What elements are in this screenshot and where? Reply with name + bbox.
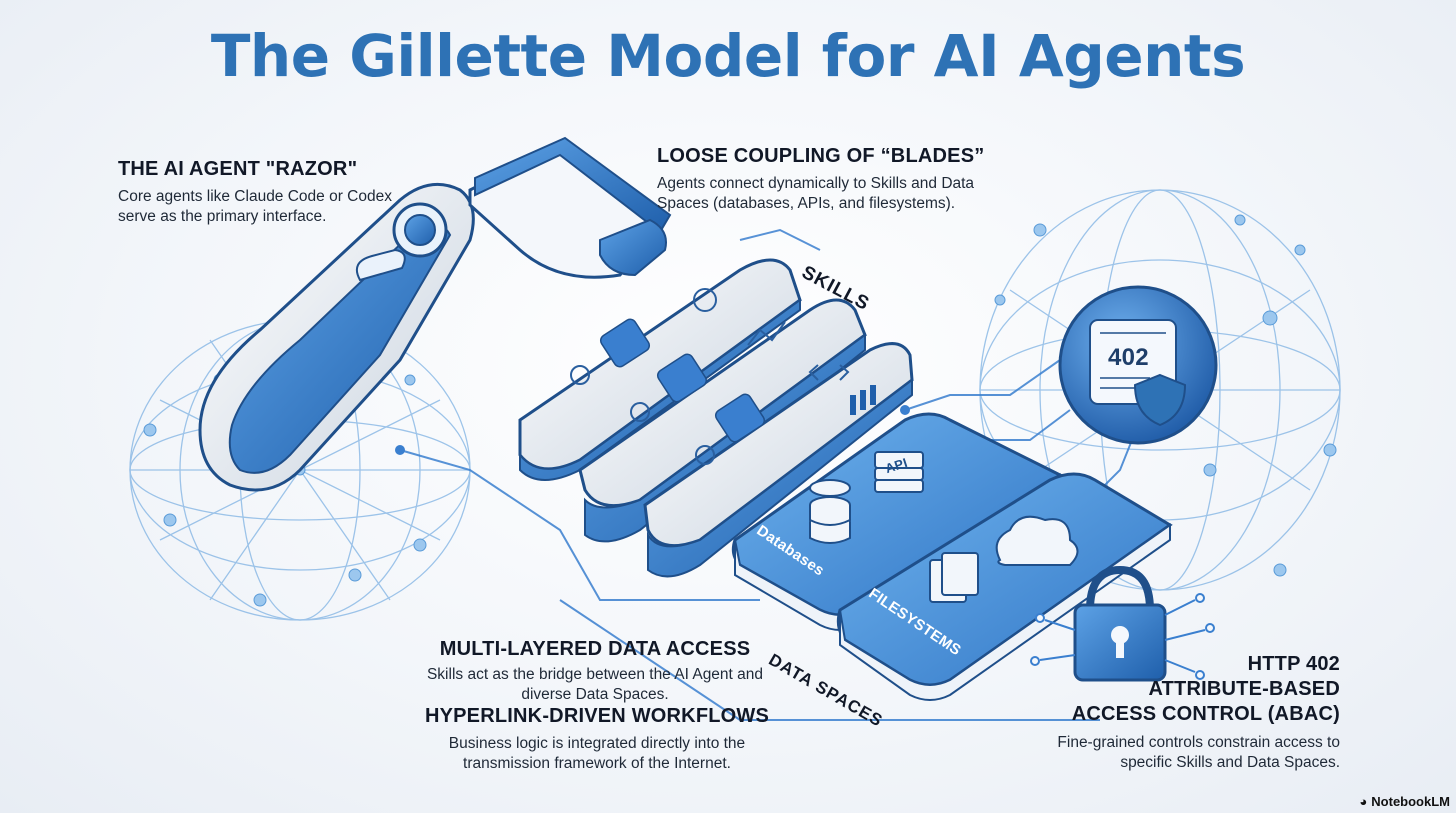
skill-module-icon (518, 258, 914, 578)
abac-heading-3: ACCESS CONTROL (ABAC) (1071, 703, 1340, 725)
hyperlink-heading: HYPERLINK-DRIVEN WORKFLOWS (424, 705, 770, 727)
watermark-text: NotebookLM (1371, 794, 1450, 809)
page-title: The Gillette Model for AI Agents (210, 22, 1246, 90)
watermark: ◕ NotebookLM (1359, 794, 1450, 809)
lock-icon (1030, 565, 1215, 682)
database-icon (809, 479, 851, 544)
blades-heading: LOOSE COUPLING OF “BLADES” (657, 145, 985, 167)
multilayer-heading: MULTI-LAYERED DATA ACCESS (439, 638, 751, 660)
shield-icon (1133, 373, 1187, 427)
globe-nodes-right (994, 214, 1337, 577)
blades-body: Agents connect dynamically to Skills and… (657, 175, 975, 212)
hyperlink-body: Business logic is integrated directly in… (448, 735, 746, 772)
blades-section: LOOSE COUPLING OF “BLADES” Agents connec… (657, 145, 997, 214)
razor-heading: THE AI AGENT "RAZOR" (118, 158, 358, 180)
abac-heading-2: ATTRIBUTE-BASED (1148, 678, 1340, 700)
api-stack-icon (874, 451, 924, 493)
razor-body: Core agents like Claude Code or Codex se… (118, 188, 392, 225)
razor-section: THE AI AGENT "RAZOR" Core agents like Cl… (118, 158, 418, 227)
network-globe-icon (979, 189, 1341, 591)
folder-icon (929, 552, 979, 603)
http-code-label: 402 (1108, 344, 1149, 371)
multilayer-body: Skills act as the bridge between the AI … (426, 666, 764, 703)
hyperlink-section: HYPERLINK-DRIVEN WORKFLOWS Business logi… (412, 705, 782, 774)
notebooklm-logo-icon: ◕ (1359, 794, 1368, 809)
multilayer-section: MULTI-LAYERED DATA ACCESS Skills act as … (420, 638, 770, 705)
cloud-icon (995, 515, 1079, 566)
abac-heading-1: HTTP 402 (1247, 653, 1340, 675)
abac-section: HTTP 402 ATTRIBUTE-BASED ACCESS CONTROL … (1040, 652, 1340, 773)
abac-body: Fine-grained controls constrain access t… (1057, 734, 1340, 771)
razor-icon (198, 136, 672, 492)
data-platforms (731, 412, 1173, 701)
http-402-badge (1058, 285, 1218, 445)
